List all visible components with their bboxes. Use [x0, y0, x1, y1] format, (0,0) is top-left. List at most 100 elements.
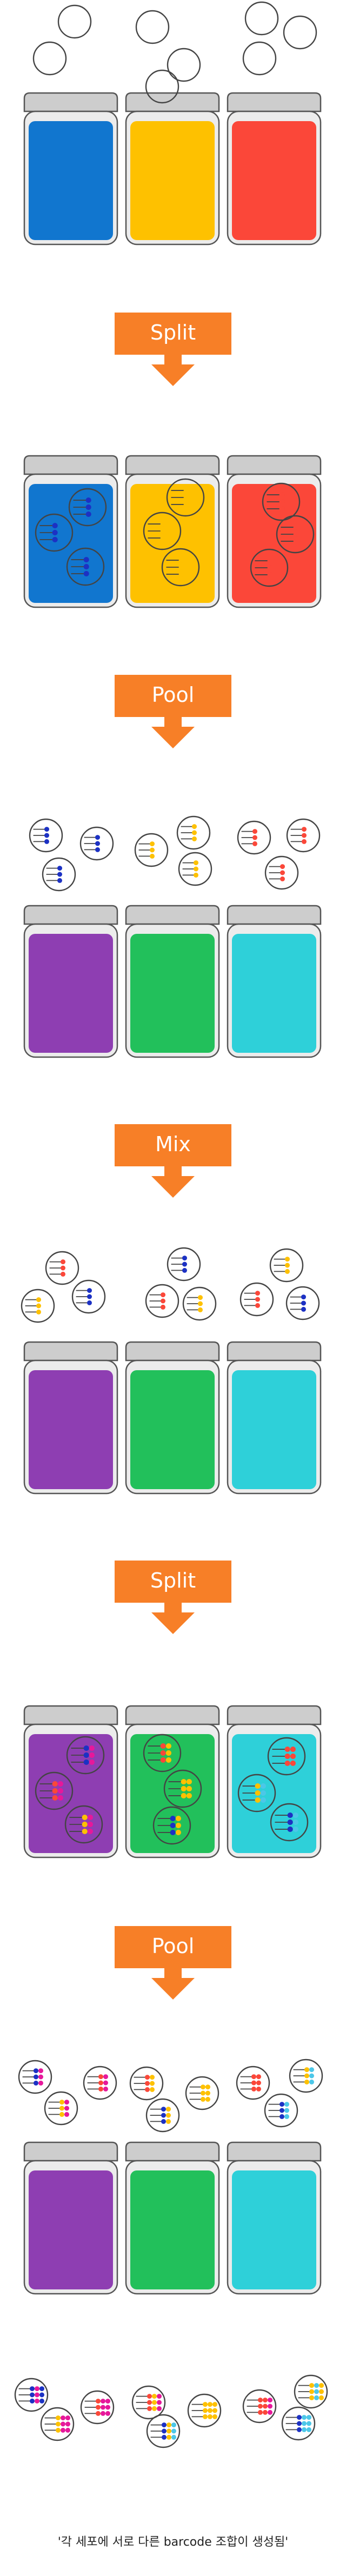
jar-cap [125, 455, 220, 475]
barcode-bead [287, 1819, 293, 1825]
barcode-bead [57, 866, 62, 871]
step-box [115, 313, 231, 355]
barcode-bead [56, 2427, 61, 2433]
barcode-bead [160, 528, 166, 534]
barcode-bead [263, 2409, 268, 2415]
step-arrow-head [151, 1176, 195, 1198]
barcode-bead [194, 872, 198, 878]
cell [29, 818, 63, 853]
cell-membrane [44, 2091, 78, 2126]
barcode-bead [255, 1790, 261, 1796]
step-box [115, 1561, 231, 1603]
barcode-bead [319, 2383, 324, 2388]
jar-liquid-green [130, 2170, 215, 2289]
barcode-bead [255, 1291, 260, 1296]
cell-membrane [161, 548, 200, 587]
barcode-bead [103, 2074, 108, 2080]
cell-membrane [281, 2406, 316, 2441]
cell-membrane [244, 1, 279, 36]
barcode-bead [263, 2404, 268, 2409]
cell-membrane [239, 1282, 274, 1317]
barcode-bead [292, 1812, 299, 1818]
cell-membrane [18, 2060, 52, 2094]
barcode-bead [52, 1781, 58, 1787]
barcode-bead [150, 2081, 155, 2086]
jar-cap [23, 1341, 118, 1362]
cell [66, 547, 105, 586]
cell [237, 820, 271, 855]
barcode-bead [252, 835, 257, 840]
cell-membrane [143, 512, 182, 550]
barcode-bead [83, 1759, 89, 1765]
cell-membrane [143, 1734, 182, 1772]
barcode-bead [178, 557, 184, 563]
barcode-bead [89, 1745, 95, 1751]
barcode-bead [160, 535, 166, 541]
jar [23, 2141, 118, 2295]
barcode-bead [170, 1829, 176, 1836]
cell [145, 2098, 180, 2133]
barcode-bead [183, 494, 189, 501]
barcode-bead [302, 2427, 307, 2432]
barcode-bead [30, 2398, 35, 2404]
cell [236, 2066, 270, 2100]
barcode-bead [186, 1778, 192, 1785]
barcode-bead [267, 572, 273, 578]
barcode-bead [201, 2090, 205, 2096]
cell-membrane [167, 1247, 201, 1282]
barcode-bead [35, 2398, 39, 2404]
barcode-bead [178, 564, 184, 570]
barcode-bead [150, 841, 155, 847]
cell-membrane [129, 2066, 164, 2101]
jar-cap [23, 92, 118, 112]
barcode-bead [290, 1753, 296, 1760]
cell-membrane [152, 1806, 191, 1845]
barcode-bead [198, 1307, 203, 1312]
cell [145, 69, 179, 104]
barcode-bead [105, 2399, 110, 2404]
cell-membrane [40, 2407, 75, 2441]
cell [66, 1736, 105, 1775]
jar-liquid-blue [29, 484, 113, 603]
barcode-bead [260, 1783, 266, 1789]
cell-membrane [64, 1805, 103, 1844]
step-label: Pool [152, 683, 195, 707]
barcode-bead [252, 841, 257, 846]
cell-membrane [283, 15, 317, 50]
cell-membrane [71, 1279, 106, 1314]
barcode-bead [89, 1752, 95, 1758]
jar-liquid-green [130, 934, 215, 1053]
barcode-bead [192, 824, 197, 829]
cell-membrane [80, 2390, 115, 2425]
cell-membrane [29, 818, 63, 853]
barcode-bead [297, 2427, 302, 2432]
cell-membrane [21, 1289, 55, 1323]
barcode-bead [183, 501, 189, 508]
barcode-bead [203, 2414, 208, 2419]
barcode-bead [175, 1829, 181, 1836]
barcode-bead [182, 1267, 187, 1273]
barcode-bead [171, 2428, 176, 2434]
barcode-bead [255, 1297, 260, 1302]
step-arrow-shaft [164, 355, 182, 366]
jar [125, 1705, 220, 1858]
cell [264, 2093, 298, 2128]
cell [21, 1289, 55, 1323]
barcode-bead [98, 2080, 103, 2086]
jar [23, 455, 118, 608]
cell-membrane [166, 478, 205, 517]
cell-membrane [178, 852, 212, 886]
barcode-bead [101, 2411, 105, 2416]
barcode-bead [52, 1788, 58, 1794]
barcode-bead [178, 571, 184, 577]
barcode-bead [87, 1821, 93, 1828]
barcode-bead [152, 2400, 157, 2405]
step-arrow: Pool [115, 1926, 231, 2000]
barcode-bead [181, 1792, 187, 1799]
barcode-bead [44, 827, 49, 832]
jar [227, 92, 322, 245]
cell-membrane [79, 826, 114, 861]
cell-membrane [135, 10, 170, 44]
barcode-bead [166, 2107, 171, 2112]
